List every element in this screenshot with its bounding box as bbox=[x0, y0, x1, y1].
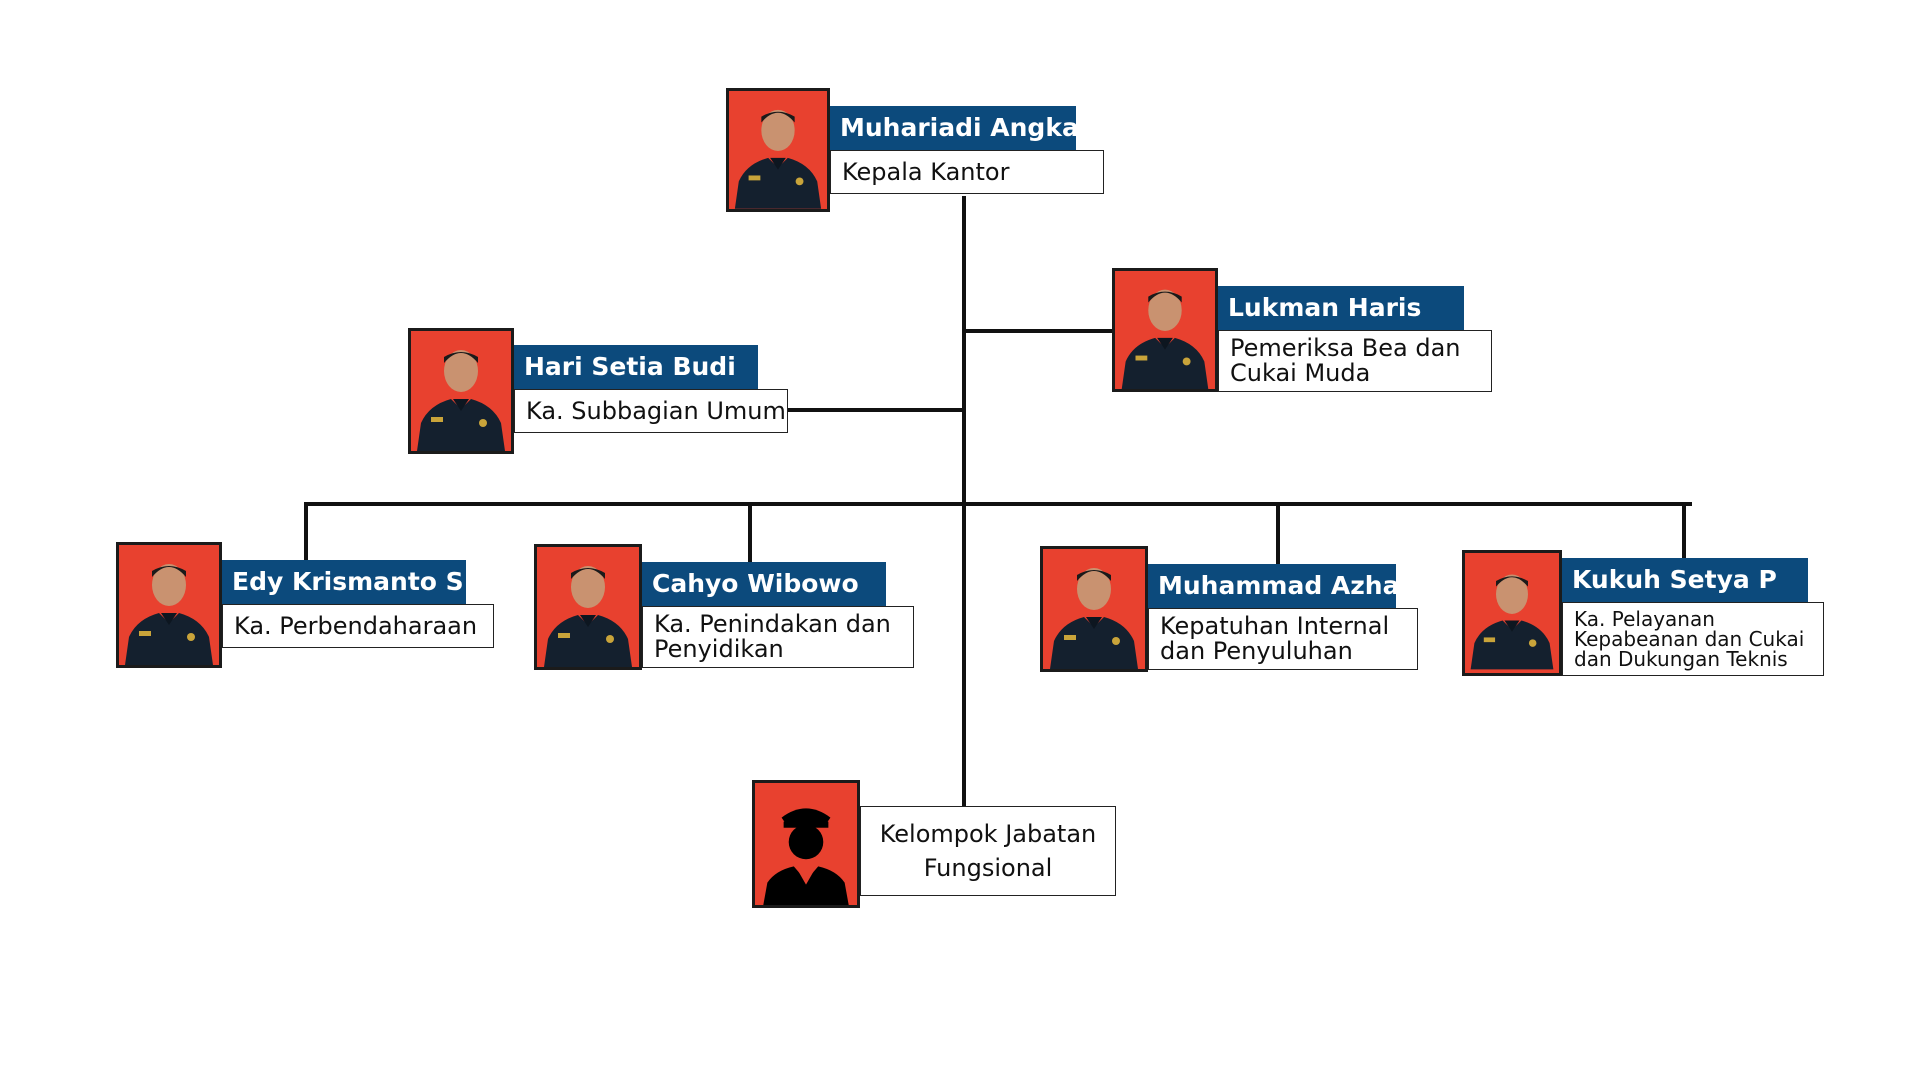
person-title: Kepala Kantor bbox=[830, 150, 1104, 194]
person-photo bbox=[116, 542, 222, 668]
group-title: Kelompok Jabatan Fungsional bbox=[860, 806, 1116, 896]
person-photo-icon bbox=[411, 331, 511, 451]
person-name: Cahyo Wibowo bbox=[642, 562, 886, 606]
person-photo bbox=[1040, 546, 1148, 672]
branch-line-pemeriksa bbox=[964, 329, 1118, 333]
person-title: Ka. Perbendaharaan bbox=[222, 604, 494, 648]
person-title: Kepatuhan Internal dan Penyuluhan bbox=[1148, 608, 1418, 670]
person-name: Muhammad Azhar bbox=[1148, 564, 1412, 608]
drop-line-perbendaharaan bbox=[304, 502, 308, 560]
person-photo-icon bbox=[538, 547, 638, 667]
person-photo bbox=[1112, 268, 1218, 392]
section-bus-line bbox=[304, 502, 1692, 506]
person-photo bbox=[1462, 550, 1562, 676]
person-photo bbox=[408, 328, 514, 454]
person-title: Pemeriksa Bea dan Cukai Muda bbox=[1218, 330, 1492, 392]
person-photo-icon bbox=[729, 91, 827, 209]
person-photo bbox=[534, 544, 642, 670]
person-name: Hari Setia Budi bbox=[514, 345, 758, 389]
person-photo bbox=[726, 88, 830, 212]
person-photo-icon bbox=[1044, 549, 1144, 669]
officer-silhouette-icon bbox=[763, 808, 849, 905]
branch-line-subbagian bbox=[788, 408, 964, 412]
person-photo-icon bbox=[119, 545, 219, 665]
person-name: Muhariadi Angkat bbox=[830, 106, 1091, 150]
person-photo bbox=[752, 780, 860, 908]
person-name: Kukuh Setya P bbox=[1562, 558, 1808, 602]
person-photo-icon bbox=[1115, 271, 1215, 389]
person-name: Lukman Haris bbox=[1218, 286, 1464, 330]
drop-line-penindakan bbox=[748, 502, 752, 564]
drop-line-pelayanan bbox=[1682, 502, 1686, 558]
person-name: Edy Krismanto S. bbox=[222, 560, 473, 604]
person-title: Ka. Penindakan dan Penyidikan bbox=[642, 606, 914, 668]
person-title: Ka. Pelayanan Kepabeanan dan Cukai dan D… bbox=[1562, 602, 1824, 676]
person-photo-icon bbox=[1465, 556, 1559, 670]
drop-line-kepatuhan bbox=[1276, 502, 1280, 564]
person-title: Ka. Subbagian Umum bbox=[514, 389, 788, 433]
